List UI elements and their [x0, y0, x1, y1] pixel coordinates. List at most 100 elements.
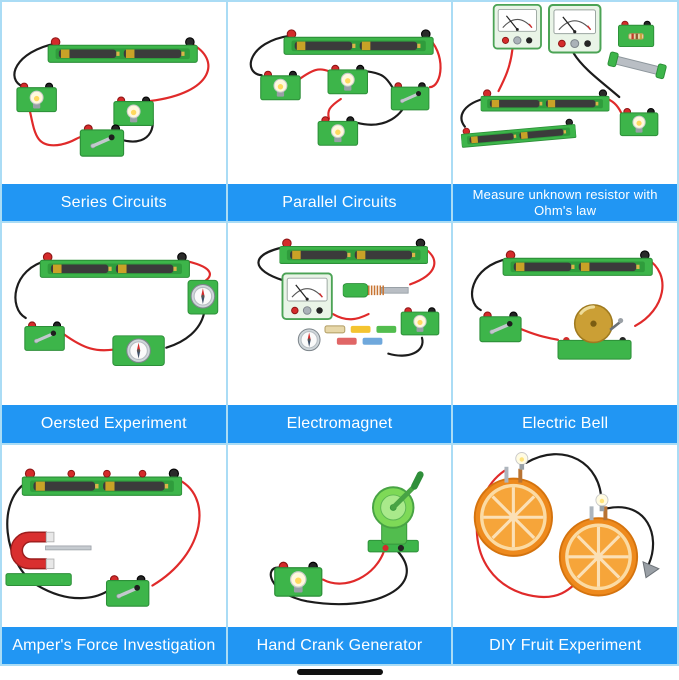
photo-measure-resistor: [453, 2, 677, 185]
voltmeter-icon: [548, 3, 602, 54]
caption-text: Parallel Circuits: [282, 194, 397, 212]
switch-board-icon: [104, 573, 151, 607]
horseshoe-magnet-icon: [10, 531, 55, 569]
aluminum-rod: [45, 545, 92, 550]
battery-holder-icon: [460, 118, 577, 148]
caption-ampers-force: Amper's Force Investigation: [2, 626, 226, 664]
wire-path: [386, 337, 424, 358]
caption-electric-bell: Electric Bell: [453, 405, 677, 443]
wire-path: [14, 259, 49, 320]
magnet-stand: [5, 572, 72, 586]
caption-text: Oersted Experiment: [40, 415, 187, 433]
galvanometer-icon: [493, 3, 543, 50]
wire-path: [606, 505, 655, 565]
footer: [0, 666, 679, 680]
bulb-board-icon: [16, 82, 57, 113]
panel-ampers-force: Amper's Force Investigation: [2, 444, 226, 664]
switch-board-icon: [479, 310, 523, 344]
copper-electrode: [518, 468, 523, 483]
switch-board-icon: [79, 123, 125, 158]
photo-parallel-circuits: [227, 2, 452, 185]
panel-electromagnet: Electromagnet: [227, 223, 452, 443]
caption-text: Hand Crank Generator: [256, 636, 423, 654]
wire-path: [634, 257, 664, 328]
binding-post: [103, 469, 111, 478]
photo-electric-bell: [453, 223, 677, 406]
compass-icon: [126, 338, 151, 364]
battery-holder-icon: [39, 252, 190, 279]
caption-hand-crank-generator: Hand Crank Generator: [227, 626, 452, 664]
switch-board-icon: [389, 81, 430, 111]
wire-path: [460, 97, 485, 128]
bulb-board-icon: [400, 307, 439, 336]
panel-hand-crank-generator: Hand Crank Generator: [227, 444, 452, 664]
photo-hand-crank-generator: [227, 444, 452, 627]
copper-electrode: [603, 506, 608, 520]
electromagnet-coil-icon: [342, 283, 409, 299]
orange-half-icon: [473, 476, 554, 558]
resistor-tube-icon: [607, 51, 668, 80]
battery-holder-icon: [47, 37, 198, 63]
caption-text: Series Circuits: [60, 194, 167, 212]
bulb-board-icon: [259, 70, 301, 101]
caption-text: Measure unknown resistor with Ohm's law: [472, 186, 658, 219]
component-strip: [350, 326, 371, 334]
panel-measure-resistor: Measure unknown resistor with Ohm's law: [453, 2, 677, 222]
bulb-board-icon: [327, 64, 368, 95]
wire-path: [517, 327, 560, 342]
bulb-board-icon: [620, 107, 659, 137]
caption-text: Electromagnet: [286, 415, 393, 433]
caption-diy-fruit-experiment: DIY Fruit Experiment: [453, 626, 677, 664]
wire-path: [471, 257, 510, 312]
wire-path: [331, 313, 370, 321]
binding-post: [138, 469, 147, 478]
zinc-electrode: [504, 466, 509, 483]
alligator-clip-icon: [642, 560, 661, 579]
electric-bell-icon: [556, 303, 633, 362]
wire-path: [13, 42, 57, 89]
wire-path: [257, 245, 287, 282]
wire-path: [62, 333, 114, 352]
caption-measure-resistor: Measure unknown resistor with Ohm's law: [453, 184, 677, 222]
resistor-icon: [324, 325, 345, 334]
photo-electromagnet: [227, 223, 452, 406]
caption-text: Amper's Force Investigation: [12, 636, 216, 654]
battery-holder-icon: [502, 250, 654, 277]
wire-path: [321, 548, 386, 585]
wire-path: [249, 34, 292, 77]
battery-holder-icon: [21, 468, 183, 496]
photo-ampers-force: [2, 444, 226, 627]
experiment-grid: Series Circuits: [0, 0, 679, 666]
panel-parallel-circuits: Parallel Circuits: [227, 2, 452, 222]
panel-series-circuits: Series Circuits: [2, 2, 226, 222]
bulb-board-icon: [317, 116, 358, 146]
panel-oersted-experiment: Oersted Experiment: [2, 223, 226, 443]
battery-holder-icon: [481, 89, 610, 112]
wire-path: [149, 42, 210, 103]
caption-parallel-circuits: Parallel Circuits: [227, 184, 452, 222]
caption-text: Electric Bell: [522, 415, 609, 433]
caption-electromagnet: Electromagnet: [227, 405, 452, 443]
wire-path: [497, 48, 514, 93]
panel-diy-fruit-experiment: DIY Fruit Experiment: [453, 444, 677, 664]
caption-series-circuits: Series Circuits: [2, 184, 226, 222]
caption-oersted-experiment: Oersted Experiment: [2, 405, 226, 443]
wire-path: [182, 259, 211, 282]
bulb-board-icon: [113, 96, 154, 126]
led-bulb-icon: [515, 451, 529, 470]
galvanometer-icon: [281, 272, 333, 321]
wire-path: [326, 97, 342, 120]
wire-path: [572, 52, 621, 99]
photo-diy-fruit-experiment: [453, 444, 677, 627]
caption-text: DIY Fruit Experiment: [489, 636, 642, 654]
photo-oersted-experiment: [2, 223, 226, 406]
panel-electric-bell: Electric Bell: [453, 223, 677, 443]
resistor-board-icon: [618, 20, 655, 48]
wire-path: [165, 313, 205, 350]
switch-board-icon: [23, 320, 66, 352]
wire-path: [23, 89, 85, 147]
component-strip: [336, 338, 357, 346]
battery-holder-icon: [279, 238, 428, 265]
hand-crank-generator-icon: [368, 474, 420, 551]
compass-icon: [297, 328, 321, 352]
